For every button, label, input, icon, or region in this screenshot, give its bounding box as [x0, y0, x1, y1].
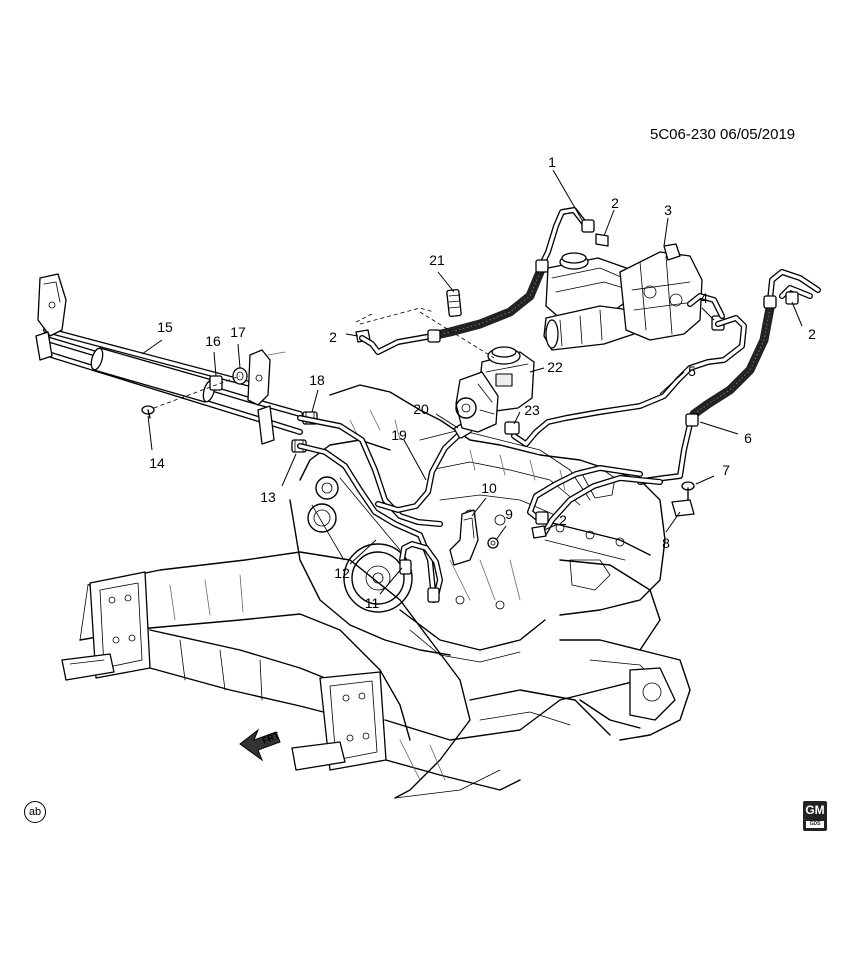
callout-10: 10: [481, 480, 497, 496]
cooler-return-pipe: [297, 415, 443, 603]
connector-21: [446, 288, 462, 318]
callout-18: 18: [309, 372, 325, 388]
gm-logo-text: GM: [805, 803, 825, 817]
pressure-pipe-lower: [527, 465, 663, 535]
callout-15: 15: [157, 319, 173, 335]
clip-2-top: [595, 233, 609, 247]
bracket-10: [449, 509, 479, 566]
callout-17: 17: [230, 324, 246, 340]
callout-1: 1: [548, 154, 556, 170]
clip-2-lower: [531, 525, 547, 539]
gear-pipe-11-12: [399, 541, 443, 603]
callout-2-right: 2: [808, 326, 816, 342]
gm-logo: GM GDS: [803, 801, 827, 831]
bolt-7: [681, 481, 695, 501]
chassis-frame: [61, 551, 691, 799]
callout-20: 20: [413, 401, 429, 417]
callout-5: 5: [688, 363, 696, 379]
return-pipe-5: [511, 293, 747, 447]
power-steering-cooler-15: [35, 273, 303, 445]
callout-leaders: [141, 169, 803, 595]
ab-badge: ab: [24, 801, 46, 823]
nut-9: [487, 537, 499, 549]
front-direction-arrow: [239, 728, 281, 762]
callout-6: 6: [744, 430, 752, 446]
fitting-23: [504, 421, 520, 435]
bracket-8: [671, 499, 695, 517]
callout-7: 7: [722, 462, 730, 478]
engine-block: [289, 384, 666, 663]
pressure-hose-1: [359, 207, 595, 355]
diagram-code-date: 5C06-230 06/05/2019: [650, 126, 796, 143]
callout-19: 19: [391, 427, 407, 443]
pump-hose-19: [375, 429, 465, 513]
callout-23: 23: [524, 402, 540, 418]
callout-4: 4: [700, 290, 708, 306]
callout-9: 9: [505, 506, 513, 522]
callout-14: 14: [149, 455, 165, 471]
callout-16: 16: [205, 333, 221, 349]
callout-22: 22: [547, 359, 563, 375]
callout-3: 3: [664, 202, 672, 218]
callout-2-left: 2: [329, 329, 337, 345]
gm-logo-subtext: GDS: [806, 821, 824, 828]
callout-8: 8: [662, 535, 670, 551]
callout-12: 12: [334, 565, 350, 581]
pump-reservoir-22: [455, 346, 535, 433]
master-cylinder-3: [543, 243, 725, 351]
callout-21: 21: [429, 252, 445, 268]
callout-13: 13: [260, 489, 276, 505]
callout-2-top: 2: [611, 195, 619, 211]
callout-2-lower: 2: [559, 512, 567, 528]
bolt-14: [141, 375, 241, 419]
callout-11: 11: [364, 595, 380, 611]
